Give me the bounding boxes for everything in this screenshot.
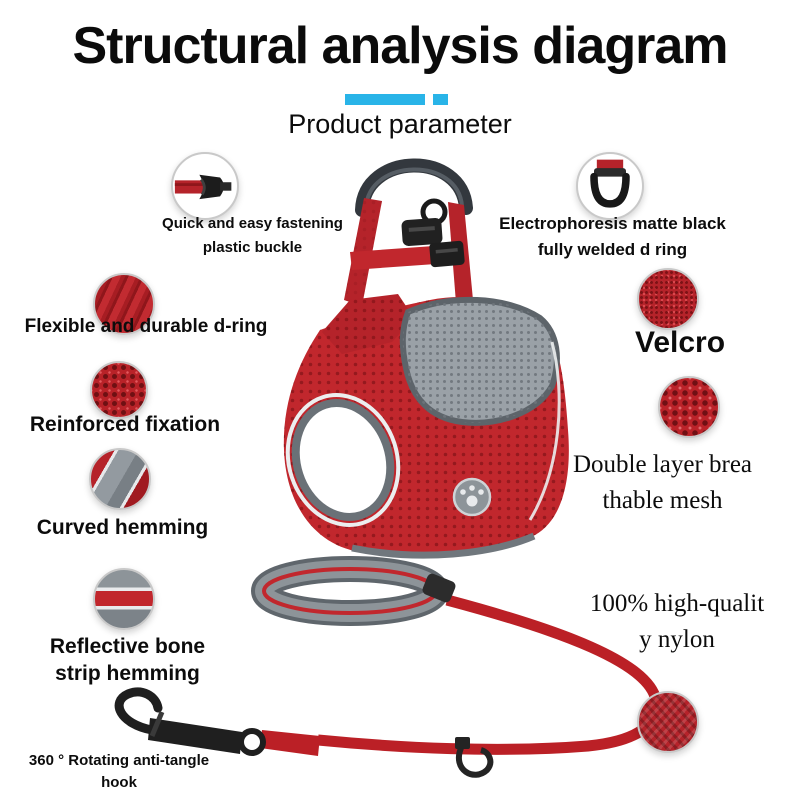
label-plastic-buckle: Quick and easy fastening plastic buckle	[162, 215, 343, 256]
harness-handle	[355, 158, 473, 217]
label-bone-strip: Reflective bone strip hemming	[49, 635, 206, 686]
nylon-detail-photo	[637, 691, 699, 753]
black-d-ring-detail-photo	[576, 152, 644, 220]
strap-adjuster	[429, 240, 465, 268]
bone-strip-detail-photo	[93, 568, 155, 630]
label-welded-d-ring: Electrophoresis matte black fully welded…	[499, 214, 726, 259]
page-title: Structural analysis diagram	[72, 17, 728, 75]
label-velcro: Velcro	[634, 326, 726, 359]
label-reinforced-fixation: Reinforced fixation	[29, 413, 221, 436]
page-subtitle: Product parameter	[288, 109, 512, 139]
leash-illustration	[114, 556, 662, 778]
divider-bar-short	[433, 94, 448, 105]
label-rotating-hook: 360 ° Rotating anti-tangle hook	[28, 752, 210, 791]
leash-strap	[317, 594, 662, 755]
rotating-bolt-snap	[114, 687, 320, 756]
label-breathable-mesh: Double layer brea thable mesh	[572, 451, 753, 515]
label-flexible-d-ring: Flexible and durable d-ring	[24, 316, 268, 337]
curved-hemming-detail-photo	[89, 448, 151, 510]
divider-bar-long	[345, 94, 425, 105]
plastic-buckle	[401, 218, 443, 246]
label-nylon: 100% high-qualit y nylon	[589, 590, 765, 654]
breathable-mesh-detail-photo	[658, 376, 720, 438]
velcro-detail-photo	[637, 268, 699, 330]
reinforced-fixation-detail-photo	[90, 361, 148, 419]
leg-opening	[285, 393, 401, 527]
buckle-detail-photo	[171, 152, 239, 220]
paw-logo-patch	[452, 477, 492, 517]
label-curved-hemming: Curved hemming	[36, 516, 209, 539]
plastic-buckle-icon	[174, 174, 232, 200]
harness-illustration	[283, 158, 569, 559]
red-d-ring-detail-photo	[93, 273, 155, 335]
d-ring-icon	[590, 159, 630, 208]
snap-hook	[455, 737, 494, 778]
